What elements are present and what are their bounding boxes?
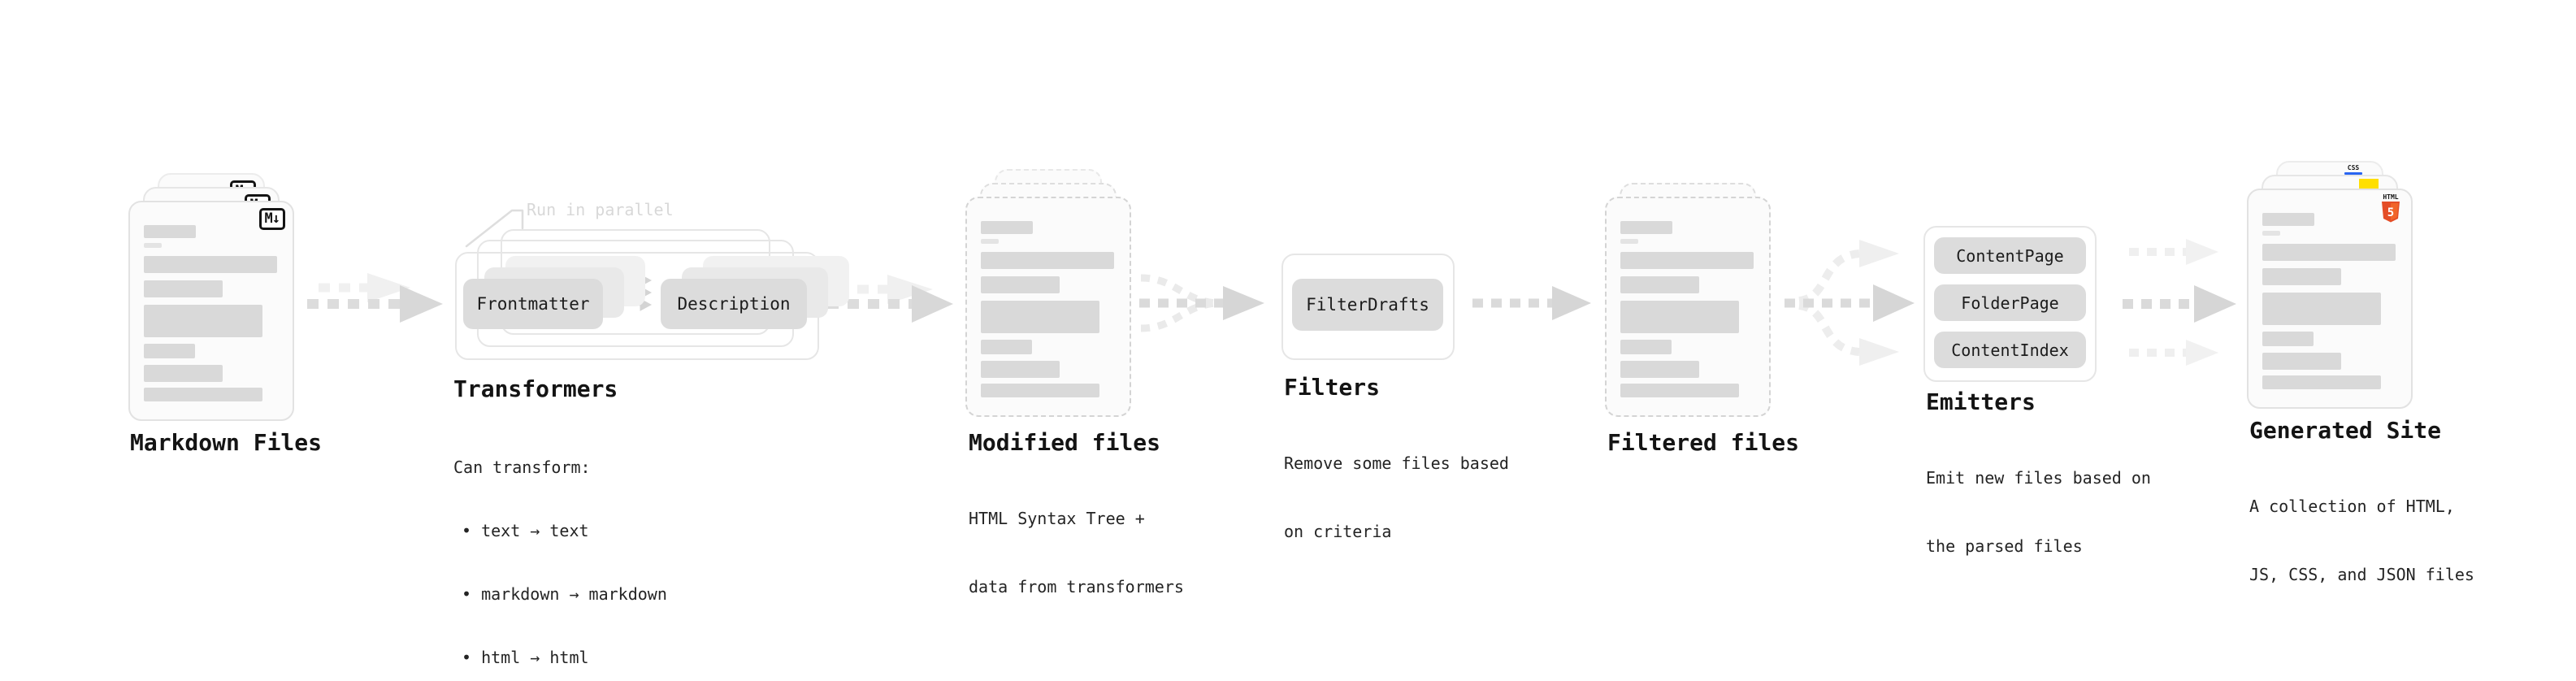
description-line: the parsed files xyxy=(1926,536,2083,556)
transformers-description: Can transform: • text → text • markdown … xyxy=(453,414,667,681)
folderpage-emitter: FolderPage xyxy=(1934,284,2086,321)
markdown-files-caption: Markdown Files xyxy=(130,429,323,456)
arrow-filters-to-filtered xyxy=(1472,286,1591,320)
markdown-icon: M↓ xyxy=(258,208,285,230)
html-file-card: HTML 5 xyxy=(2247,189,2413,409)
filters-description: Remove some files based on criteria xyxy=(1284,406,1509,588)
annotation-callout-line xyxy=(465,209,524,248)
filters-caption: Filters xyxy=(1284,374,1381,401)
markdown-file-card-front: M↓ xyxy=(128,201,294,421)
filterdrafts-box: FilterDrafts xyxy=(1292,279,1443,331)
filtered-files-caption: Filtered files xyxy=(1607,429,1800,456)
javascript-icon xyxy=(2359,179,2379,189)
svg-text:5: 5 xyxy=(2387,206,2394,219)
filtered-file-card-front xyxy=(1605,197,1771,417)
generated-site-section: CSS HTML 5 xyxy=(2247,161,2413,409)
transformers-section: Frontmatter Description xyxy=(455,229,849,360)
contentindex-emitter: ContentIndex xyxy=(1934,332,2086,368)
emitters-description: Emit new files based on the parsed files xyxy=(1926,421,2151,603)
css-icon: CSS xyxy=(2344,165,2362,175)
transformer-bullet: • text → text xyxy=(462,521,589,540)
description-line: A collection of HTML, xyxy=(2249,497,2455,516)
run-in-parallel-annotation: Run in parallel xyxy=(527,200,674,219)
arrow-filtered-to-emitters xyxy=(1785,240,1915,366)
modified-files-description: HTML Syntax Tree + data from transformer… xyxy=(969,462,1184,644)
markdown-files-section: M↓ M↓ M↓ xyxy=(128,173,294,421)
generated-site-description: A collection of HTML, JS, CSS, and JSON … xyxy=(2249,449,2474,631)
emitters-section: ContentPage FolderPage ContentIndex xyxy=(1923,226,2097,382)
emitters-caption: Emitters xyxy=(1926,388,2036,415)
filters-section: FilterDrafts xyxy=(1281,254,1455,360)
modified-file-card-front xyxy=(965,197,1131,417)
filtered-files-section xyxy=(1605,183,1771,419)
arrow-emitters-to-generated xyxy=(2123,239,2236,366)
description-line: on criteria xyxy=(1284,522,1392,541)
modified-files-caption: Modified files xyxy=(969,429,1161,456)
description-box: Description xyxy=(661,279,807,329)
transformers-description-title: Can transform: xyxy=(453,458,591,477)
transformer-bullet: • html → html xyxy=(462,648,589,667)
transformers-caption: Transformers xyxy=(453,375,618,402)
modified-files-section xyxy=(965,169,1131,417)
description-line: HTML Syntax Tree + xyxy=(969,509,1145,528)
generated-site-caption: Generated Site xyxy=(2249,417,2442,444)
arrow-markdown-to-transformers xyxy=(307,273,443,323)
contentpage-emitter: ContentPage xyxy=(1934,237,2086,274)
frontmatter-box: Frontmatter xyxy=(463,279,603,329)
transformer-bullet: • markdown → markdown xyxy=(462,584,667,604)
description-line: Emit new files based on xyxy=(1926,468,2151,488)
description-line: JS, CSS, and JSON files xyxy=(2249,565,2474,584)
description-line: Remove some files based xyxy=(1284,453,1509,473)
arrow-modified-to-filters xyxy=(1139,274,1264,332)
description-line: data from transformers xyxy=(969,577,1184,596)
html5-icon: HTML 5 xyxy=(2379,193,2403,223)
